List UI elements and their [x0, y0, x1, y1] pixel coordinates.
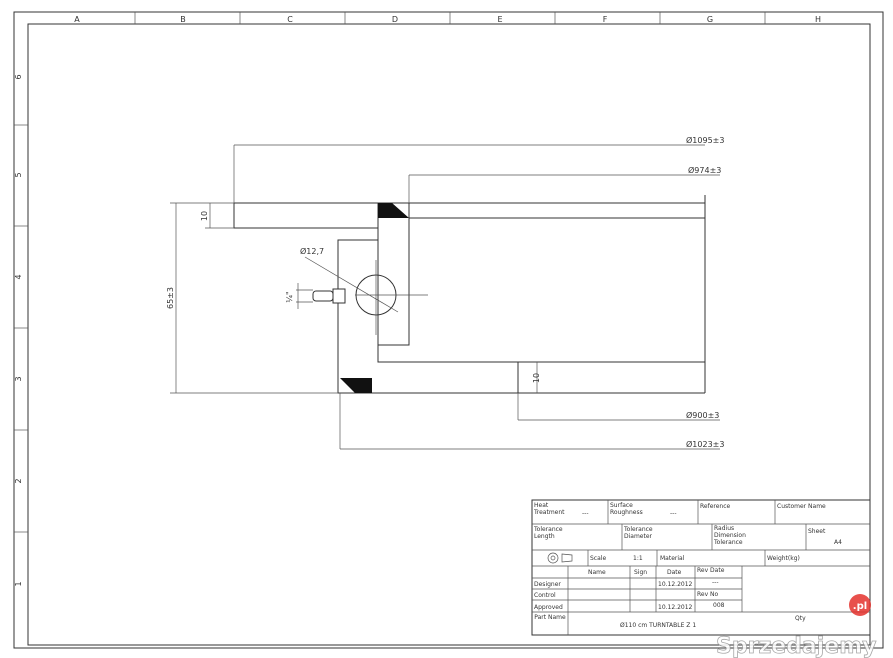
label-qty: Qty	[795, 615, 806, 622]
dim-1095: Ø1095±3	[686, 135, 724, 145]
bearing-section	[233, 195, 706, 394]
row-label: 5	[14, 172, 23, 177]
header-date: Date	[667, 569, 682, 576]
value-approved-date: 10.12.2012	[658, 604, 693, 611]
dim-fitting: ¼"	[285, 291, 294, 302]
top-plate	[233, 202, 379, 229]
value-scale: 1:1	[633, 555, 643, 562]
label-part-name: Part Name	[534, 614, 566, 621]
value-rev-no: 008	[713, 602, 725, 609]
value-rev-date: ---	[712, 579, 719, 586]
column-label: A	[74, 15, 80, 24]
dimension-lines	[170, 144, 720, 450]
label-approved: Approved	[534, 604, 563, 611]
column-label: F	[603, 15, 608, 24]
seal-bottom	[340, 378, 372, 393]
column-label: D	[392, 15, 398, 24]
dim-900: Ø900±3	[686, 410, 719, 420]
inner-ring	[337, 239, 519, 394]
label-radius-tolerance: Radius Dimension Tolerance	[714, 525, 746, 546]
row-label: 6	[14, 74, 23, 79]
value-part-name: Ø110 cm TURNTABLE Z 1	[620, 622, 696, 629]
label-tolerance-length: Tolerance Length	[534, 526, 563, 540]
label-rev-no: Rev No	[697, 591, 719, 598]
label-surface-roughness: Surface Roughness	[610, 502, 643, 516]
seal-top	[378, 203, 409, 218]
label-customer-name: Customer Name	[777, 503, 826, 510]
label-heat-treatment: Heat Treatment	[534, 502, 565, 516]
label-reference: Reference	[700, 503, 731, 510]
projection-symbol-icon	[547, 552, 573, 564]
title-block: Heat Treatment --- Surface Roughness ---…	[531, 499, 871, 636]
outer-ring	[377, 202, 410, 346]
label-material: Material	[660, 555, 685, 562]
column-label: H	[815, 15, 821, 24]
row-label: 2	[14, 478, 23, 483]
column-label: E	[497, 15, 502, 24]
grease-fitting	[312, 288, 346, 304]
column-label: B	[180, 15, 186, 24]
label-rev-date: Rev Date	[697, 567, 725, 574]
label-designer: Designer	[534, 581, 561, 588]
header-name: Name	[588, 569, 606, 576]
row-label: 3	[14, 376, 23, 381]
value-surface-roughness: ---	[670, 510, 677, 517]
drawing-frame: A B C D E F G H 6 5 4 3 2 1	[13, 11, 884, 649]
watermark-text: Sprzedajemy	[716, 634, 877, 658]
dim-height: 65±3	[166, 287, 175, 309]
dim-bottom-plate: 10	[532, 373, 541, 383]
dim-974: Ø974±3	[688, 165, 721, 175]
value-designer-date: 10.12.2012	[658, 581, 693, 588]
value-sheet: A4	[834, 539, 842, 546]
header-sign: Sign	[634, 569, 647, 576]
dim-ball: Ø12,7	[300, 246, 324, 256]
label-sheet: Sheet	[808, 528, 826, 535]
column-label: C	[287, 15, 293, 24]
row-label: 4	[14, 274, 23, 279]
column-label: G	[707, 15, 713, 24]
row-label: 1	[14, 581, 23, 586]
label-tolerance-diameter: Tolerance Diameter	[624, 526, 653, 540]
label-control: Control	[534, 592, 556, 599]
label-weight: Weight(kg)	[767, 555, 800, 562]
dim-1023: Ø1023±3	[686, 439, 724, 449]
dim-top-plate: 10	[200, 211, 209, 221]
sprzedajemy-watermark-logo: Sprzedajemy .pl	[716, 594, 877, 658]
watermark-badge: .pl	[853, 601, 867, 612]
label-scale: Scale	[590, 555, 606, 562]
value-heat-treatment: ---	[582, 510, 589, 517]
